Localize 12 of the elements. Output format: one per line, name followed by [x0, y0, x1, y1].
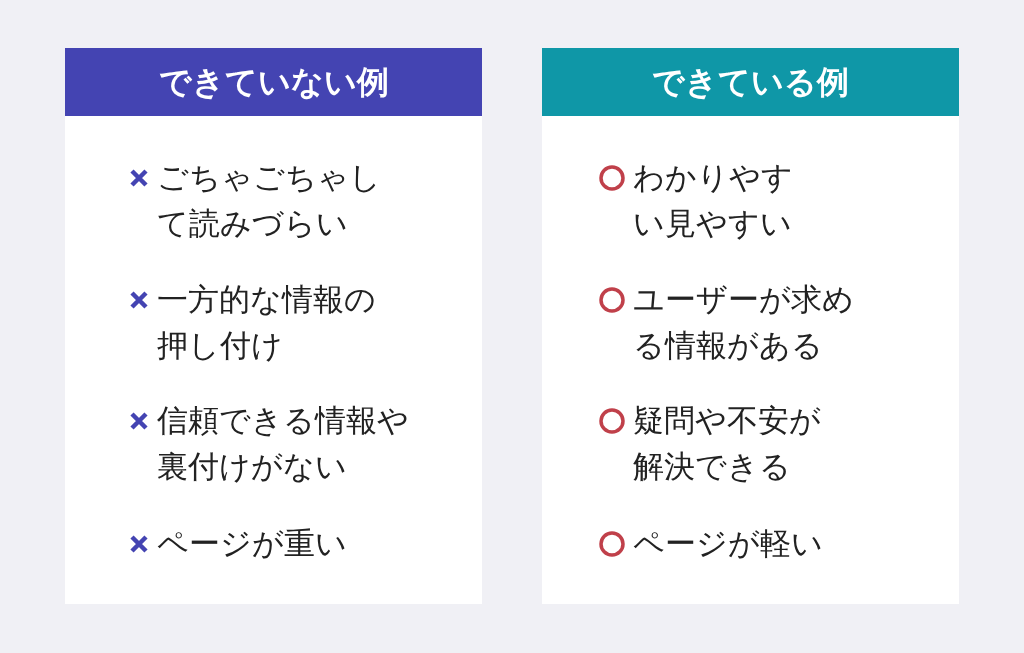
list-item-text: 一方的な情報の押し付け	[157, 280, 377, 365]
list-item-text: 信頼できる情報や裏付けがない	[157, 401, 409, 486]
card-header: できている例	[542, 48, 959, 116]
card	[542, 48, 959, 604]
list-item-text: わかりやすい見やすい	[633, 158, 794, 243]
card	[65, 48, 482, 604]
list-item-text: ごちゃごちゃして読みづらい	[157, 158, 382, 243]
list-item-text: ページが軽い	[633, 524, 824, 563]
list-item-text: ユーザーが求める情報がある	[633, 280, 855, 365]
card-header: できていない例	[65, 48, 482, 116]
list-item-text: ページが重い	[157, 524, 348, 563]
list-item-text: 疑問や不安が解決できる	[633, 401, 822, 486]
